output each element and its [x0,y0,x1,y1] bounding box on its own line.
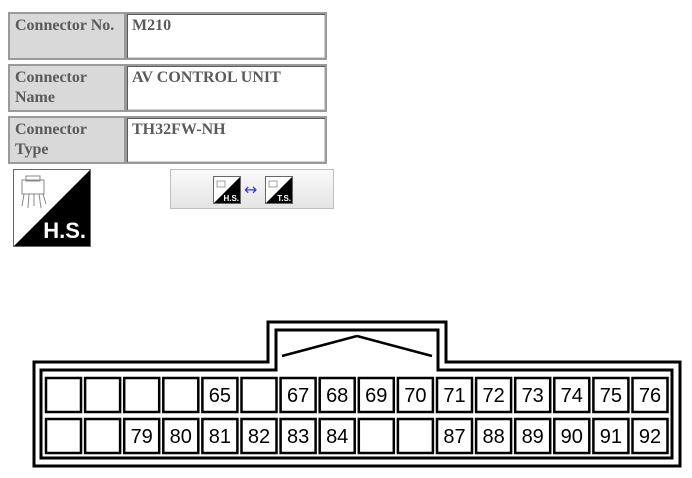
pin-cell [162,376,200,414]
pin-cell [553,376,591,414]
connector-number-value: M210 [127,12,327,60]
pin-cell [162,417,200,455]
pin-cell [318,417,356,455]
pin-number: 72 [482,385,504,407]
pin-cell [201,417,239,455]
pin-number: 65 [209,385,231,407]
connector-info-table: Connector No. M210 Connector Name AV CON… [8,8,327,168]
pin-number: 68 [326,385,348,407]
pin-cell [592,417,630,455]
pin-cell [44,417,83,455]
harness-side-connector-icon [14,170,90,246]
connector-number-row: Connector No. M210 [8,12,327,60]
pin-cell [631,417,669,455]
harness-side-icon: H.S. [13,169,91,247]
pin-number: 73 [522,385,544,407]
pin-cell [357,417,396,455]
pin-cell [122,417,161,455]
pin-number: 79 [131,426,153,448]
pin-number: 91 [600,426,622,448]
connector-type-row: Connector Type TH32FW-NH [8,116,327,164]
pin-cell [240,376,278,414]
connector-type-label: Connector Type [8,116,127,164]
pin-cell [553,417,591,455]
pin-cell [396,376,435,414]
pin-cell [474,417,513,455]
harness-side-mini-label: H.S. [223,194,239,203]
pin-cell [201,376,239,414]
pin-cell [122,376,161,414]
pin-cell [396,417,435,455]
pin-number: 67 [287,385,309,407]
connector-type-value: TH32FW-NH [127,116,327,164]
pin-cell [474,376,513,414]
pin-number: 76 [639,385,661,407]
double-arrow-icon: ↔ [244,180,258,199]
pin-number: 92 [639,426,661,448]
pin-number: 71 [443,385,465,407]
pin-number: 69 [365,385,387,407]
pin-cell [279,417,317,455]
pin-number: 75 [600,385,622,407]
pin-number: 80 [170,426,192,448]
terminal-side-mini-icon: T.S. [265,176,293,204]
connector-name-value: AV CONTROL UNIT [127,64,327,112]
pin-cell [318,376,356,414]
pin-cell [357,376,396,414]
pin-cell [44,376,83,414]
terminal-side-mini-label: T.S. [277,194,291,203]
connector-name-label: Connector Name [8,64,127,112]
pin-cell [83,376,122,414]
pin-cell [592,376,630,414]
pin-number: 88 [482,426,504,448]
pin-cell [435,376,474,414]
pin-number: 70 [404,385,426,407]
pin-cell [240,417,278,455]
pin-number: 84 [326,426,348,448]
connector-name-row: Connector Name AV CONTROL UNIT [8,64,327,112]
pin-number: 89 [522,426,544,448]
pin-grid: 65 67 68 69 70 71 72 73 74 75 76 79 80 81 82 83 84 87 88 89… [44,376,669,455]
harness-side-mini-icon: H.S. [213,176,241,204]
pin-cell [513,417,552,455]
pin-number: 82 [248,426,270,448]
pin-cell [279,376,317,414]
view-toggle-button[interactable]: H.S. ↔ T.S. [170,169,334,209]
pin-number: 74 [561,385,583,407]
pin-cell [513,376,552,414]
connector-number-label: Connector No. [8,12,127,60]
harness-side-label: H.S. [43,218,86,243]
pin-cell [83,417,122,455]
pin-number: 81 [209,426,231,448]
pin-cell [631,376,669,414]
pin-number: 83 [287,426,309,448]
pin-number: 87 [443,426,465,448]
pin-number: 90 [561,426,583,448]
connector-outline [32,320,682,468]
pin-cell [435,417,474,455]
